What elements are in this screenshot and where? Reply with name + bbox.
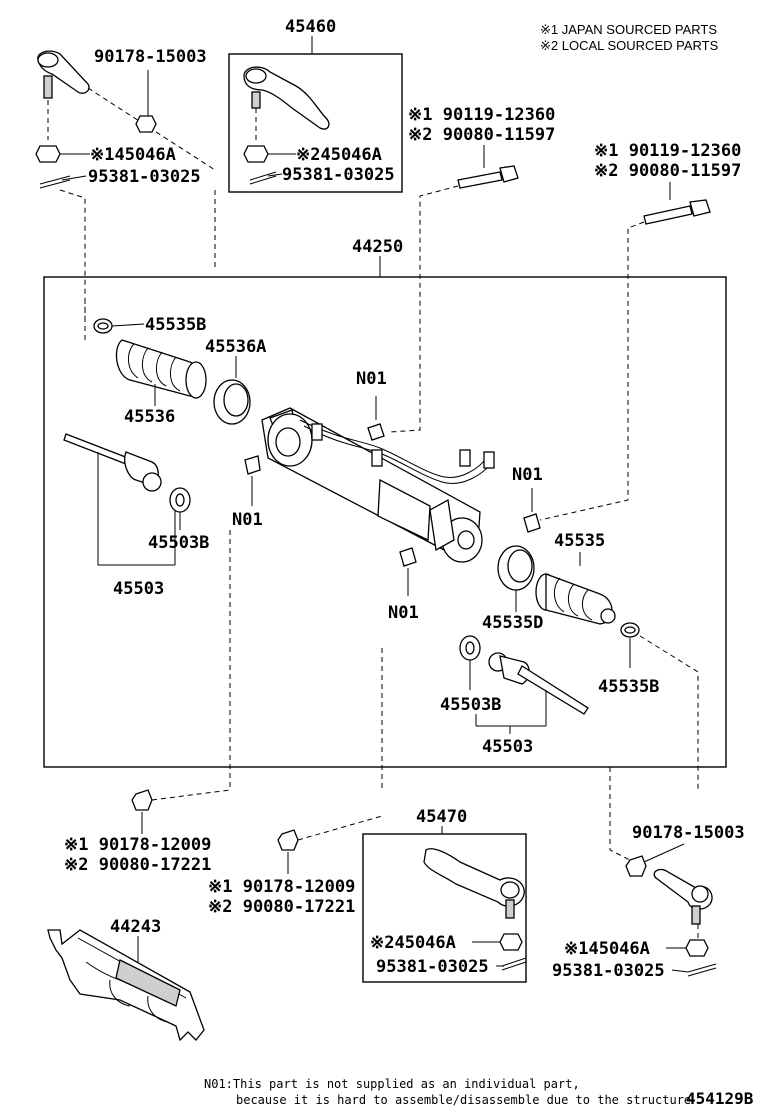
box-45460 [228, 53, 403, 193]
rack-end-45503-right [488, 652, 589, 715]
rack-end-45503-left [63, 433, 162, 492]
n01-plug-left [244, 455, 261, 475]
tie-rod-end-top-left [37, 50, 90, 99]
box-44250 [43, 276, 727, 768]
label-95381-right: 95381-03025 [552, 961, 665, 981]
label-bolt-top2-b: ※2 90080-11597 [594, 161, 741, 181]
label-n01-bottom: N01 [388, 603, 419, 623]
footer-note-line1: N01:This part is not supplied as an indi… [204, 1077, 580, 1091]
label-95381-box2: 95381-03025 [376, 957, 489, 977]
label-45503b-left: 45503B [148, 533, 209, 553]
steering-gear-housing-44250 [261, 407, 495, 563]
band-45535d [497, 545, 535, 591]
label-90178-15003-top: 90178-15003 [94, 47, 207, 67]
cotter-pin-top-left [39, 175, 71, 189]
washer-45503b-right [459, 635, 481, 661]
box-45470 [362, 833, 527, 983]
label-45535b-right: 45535B [598, 677, 659, 697]
castle-nut-right [685, 939, 709, 957]
boot-45535 [535, 573, 616, 625]
label-nut-left-a: ※1 90178-12009 [64, 835, 211, 855]
label-bolt-top1-b: ※2 90080-11597 [408, 125, 555, 145]
cover-44243 [47, 929, 205, 1042]
label-bolt-top2-a: ※1 90119-12360 [594, 141, 741, 161]
label-45503-right: 45503 [482, 737, 533, 757]
label-45470: 45470 [416, 807, 467, 827]
washer-45503b-left [169, 487, 191, 513]
label-90178-15003-right: 90178-15003 [632, 823, 745, 843]
label-45503-left: 45503 [113, 579, 164, 599]
diagram-code: 454129B [686, 1089, 754, 1108]
label-45536a: 45536A [205, 337, 266, 357]
boot-45536 [115, 339, 207, 399]
label-95381-top-left: 95381-03025 [88, 167, 201, 187]
label-45460: 45460 [285, 17, 336, 37]
label-44250: 44250 [352, 237, 403, 257]
n01-plug-top [367, 423, 385, 441]
bolt-top1 [457, 165, 519, 189]
label-nut-mid-b: ※2 90080-17221 [208, 897, 355, 917]
nut-left [131, 789, 153, 811]
tie-rod-end-right [653, 868, 713, 925]
castle-nut-top-left [35, 145, 61, 163]
label-45535: 45535 [554, 531, 605, 551]
label-95381-box: 95381-03025 [282, 165, 395, 185]
label-44243: 44243 [110, 917, 161, 937]
nut-90178-15003-top [135, 115, 157, 133]
band-45536a [213, 379, 251, 425]
label-n01-left: N01 [232, 510, 263, 530]
nut-middle [277, 829, 299, 851]
label-n01-top: N01 [356, 369, 387, 389]
label-45535b-left: 45535B [145, 315, 206, 335]
label-45535d: 45535D [482, 613, 543, 633]
nut-90178-15003-right [625, 855, 647, 877]
n01-plug-right [523, 513, 541, 533]
label-45503b-right: 45503B [440, 695, 501, 715]
legend-local-sourced: ※2 LOCAL SOURCED PARTS [540, 38, 719, 53]
clamp-45535b-right [620, 622, 640, 638]
label-nut-left-b: ※2 90080-17221 [64, 855, 211, 875]
label-45046a-box2: ※245046A [370, 933, 456, 953]
legend-japan-sourced: ※1 JAPAN SOURCED PARTS [540, 22, 717, 37]
label-nut-mid-a: ※1 90178-12009 [208, 877, 355, 897]
label-45536: 45536 [124, 407, 175, 427]
n01-plug-bottom [399, 547, 417, 567]
label-45046a-box: ※245046A [296, 145, 382, 165]
label-45046a-right: ※145046A [564, 939, 650, 959]
label-n01-right: N01 [512, 465, 543, 485]
label-bolt-top1-a: ※1 90119-12360 [408, 105, 555, 125]
clamp-45535b-left [93, 318, 113, 334]
tie-rod-end-45470 [423, 848, 525, 919]
footer-note-line2: because it is hard to assemble/disassemb… [236, 1093, 691, 1107]
label-45046a-top-left: ※145046A [90, 145, 176, 165]
cotter-pin-right [687, 963, 717, 977]
idler-arm-45460 [243, 66, 330, 130]
bolt-top2 [643, 199, 711, 225]
